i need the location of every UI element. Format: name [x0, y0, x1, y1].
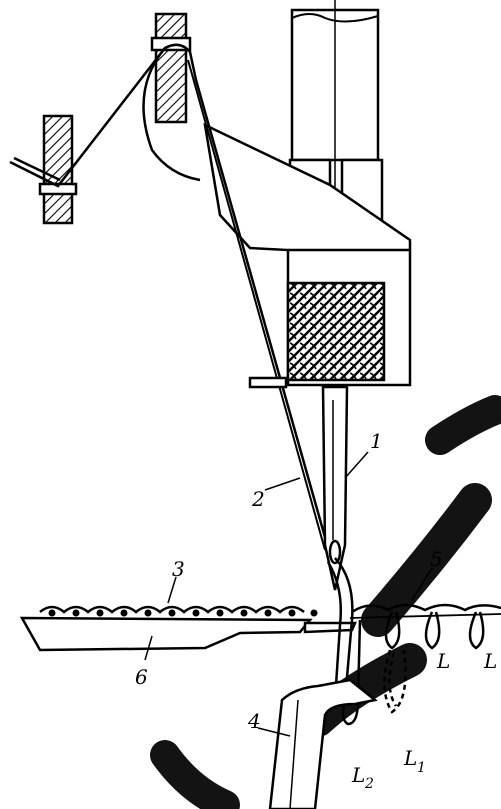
- feed-plate-6: [19, 616, 357, 652]
- thread-2: [9, 43, 332, 556]
- loop: [384, 611, 401, 650]
- label-fabric: 3: [172, 557, 185, 581]
- label-feed-plate: 6: [135, 665, 148, 689]
- fabric-3: [39, 605, 318, 617]
- loop: [424, 611, 441, 650]
- label-needle: 1: [370, 429, 383, 453]
- needle-bar-arm: [203, 122, 412, 387]
- needle-loop-l2: [326, 557, 362, 726]
- loop-l1-dashed: [383, 649, 407, 714]
- needle-1: [248, 376, 349, 591]
- stitch-line-5: [349, 603, 501, 714]
- label-loop-l2: L: [351, 763, 365, 787]
- labels: 1 2 3 5 6 4 L 2 L 1 L L: [135, 429, 497, 792]
- label-loop-b: L: [483, 649, 497, 673]
- needle-clamp: [286, 281, 386, 382]
- leader-lines: [144, 451, 433, 737]
- label-loop-l2-sub: 2: [364, 776, 374, 792]
- label-thread: 2: [251, 487, 265, 511]
- label-loop-l1: L: [403, 746, 417, 770]
- looper-4: [268, 678, 378, 809]
- label-loop-l1-sub: 1: [417, 760, 426, 776]
- loop: [468, 611, 485, 650]
- label-loop-a: L: [436, 649, 450, 673]
- label-looper: 4: [247, 709, 261, 733]
- thread-guides: [38, 12, 192, 225]
- label-stitch-line: 5: [430, 547, 443, 571]
